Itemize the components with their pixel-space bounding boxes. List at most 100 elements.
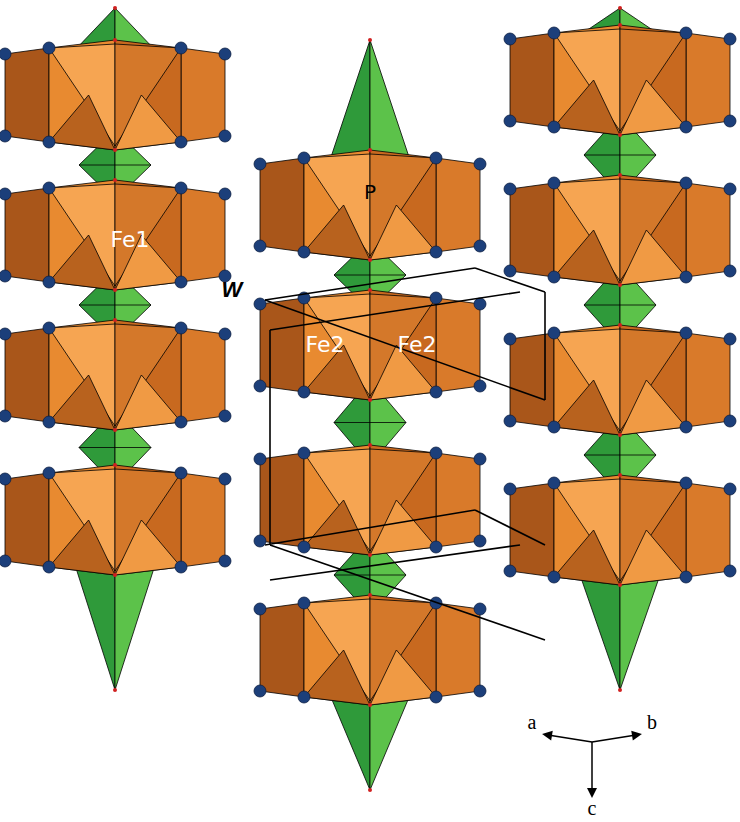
- feo6-octahedron: [686, 183, 730, 277]
- feo6-octahedron: [304, 290, 370, 400]
- feo6-octahedron: [49, 375, 115, 430]
- feo6-octahedron: [370, 595, 436, 705]
- water-oxygen: [0, 555, 11, 567]
- oxygen-atom: [618, 473, 622, 477]
- water-oxygen: [298, 597, 310, 609]
- water-oxygen: [219, 328, 231, 340]
- oxygen-atom: [113, 428, 117, 432]
- water-oxygen: [254, 298, 266, 310]
- water-oxygen: [219, 410, 231, 422]
- feo6-octahedron: [181, 473, 225, 567]
- oxygen-atom: [368, 38, 372, 42]
- axis-label: a: [528, 712, 537, 732]
- water-oxygen: [298, 691, 310, 703]
- atom-label: P: [364, 182, 376, 202]
- water-oxygen: [175, 416, 187, 428]
- feo6-octahedron: [620, 230, 686, 285]
- water-oxygen: [474, 240, 486, 252]
- water-oxygen: [430, 386, 442, 398]
- water-oxygen: [474, 298, 486, 310]
- feo6-octahedron: [181, 188, 225, 282]
- water-oxygen: [724, 483, 736, 495]
- feo6-octahedron: [370, 150, 436, 260]
- oxygen-atom: [113, 288, 117, 292]
- water-oxygen: [430, 691, 442, 703]
- water-oxygen: [298, 541, 310, 553]
- axis-arrowhead: [542, 731, 553, 741]
- water-oxygen: [430, 152, 442, 164]
- water-oxygen: [175, 182, 187, 194]
- axis-label: c: [588, 798, 597, 818]
- oxygen-atom: [113, 463, 117, 467]
- water-oxygen: [548, 27, 560, 39]
- water-oxygen: [254, 603, 266, 615]
- water-oxygen: [724, 415, 736, 427]
- feo6-octahedron: [49, 235, 115, 290]
- water-oxygen: [254, 158, 266, 170]
- axes: [542, 731, 642, 798]
- tetrahedron-edge: [584, 305, 656, 306]
- water-oxygen: [504, 415, 516, 427]
- water-oxygen: [298, 386, 310, 398]
- tetrahedron-edge: [79, 305, 151, 306]
- water-oxygen: [43, 416, 55, 428]
- water-oxygen: [504, 483, 516, 495]
- feo6-octahedron: [370, 500, 436, 555]
- axis-line: [592, 735, 636, 742]
- water-oxygen: [724, 333, 736, 345]
- water-oxygen: [43, 42, 55, 54]
- oxygen-atom: [368, 258, 372, 262]
- water-oxygen: [474, 380, 486, 392]
- feo6-octahedron: [260, 603, 304, 697]
- feo6-octahedron: [5, 473, 49, 567]
- tetrahedron-edge: [584, 455, 656, 456]
- unit-cell-edge: [270, 292, 520, 330]
- feo6-octahedron: [5, 188, 49, 282]
- oxygen-atom: [618, 583, 622, 587]
- water-oxygen: [724, 183, 736, 195]
- feo6-octahedron: [620, 530, 686, 585]
- water-oxygen: [504, 265, 516, 277]
- feo6-octahedron: [554, 530, 620, 585]
- water-oxygen: [474, 603, 486, 615]
- water-oxygen: [504, 565, 516, 577]
- water-oxygen: [680, 477, 692, 489]
- water-oxygen: [724, 33, 736, 45]
- unit-cell-edge: [265, 510, 475, 545]
- po4-tetrahedron: [330, 40, 370, 168]
- water-oxygen: [680, 571, 692, 583]
- site-label: W: [222, 279, 243, 301]
- feo6-octahedron: [304, 445, 370, 555]
- feo6-octahedron: [115, 465, 181, 575]
- axis-arrowhead: [631, 731, 642, 741]
- po4-tetrahedron: [115, 557, 155, 690]
- water-oxygen: [504, 33, 516, 45]
- oxygen-atom: [368, 288, 372, 292]
- water-oxygen: [43, 561, 55, 573]
- po4-tetrahedron: [370, 40, 410, 168]
- tetrahedron-edge: [334, 422, 406, 423]
- water-oxygen: [474, 685, 486, 697]
- feo6-octahedron: [554, 230, 620, 285]
- water-oxygen: [0, 410, 11, 422]
- atom-label: Fe2: [398, 334, 437, 356]
- feo6-octahedron: [370, 650, 436, 705]
- oxygen-atom: [368, 398, 372, 402]
- feo6-octahedron: [49, 180, 115, 290]
- tetrahedron-edge: [584, 155, 656, 156]
- oxygen-atom: [618, 133, 622, 137]
- feo6-octahedron: [510, 183, 554, 277]
- water-oxygen: [43, 276, 55, 288]
- oxygen-atom: [113, 573, 117, 577]
- water-oxygen: [254, 685, 266, 697]
- feo6-octahedron: [554, 475, 620, 585]
- feo6-octahedron: [686, 483, 730, 577]
- po4-tetrahedron: [580, 567, 620, 690]
- oxygen-atom: [368, 788, 372, 792]
- tetrahedron-edge: [79, 447, 151, 448]
- water-oxygen: [548, 421, 560, 433]
- axis-label: b: [647, 712, 657, 732]
- feo6-octahedron: [115, 320, 181, 430]
- unit-cell-edge: [270, 545, 545, 640]
- water-oxygen: [43, 322, 55, 334]
